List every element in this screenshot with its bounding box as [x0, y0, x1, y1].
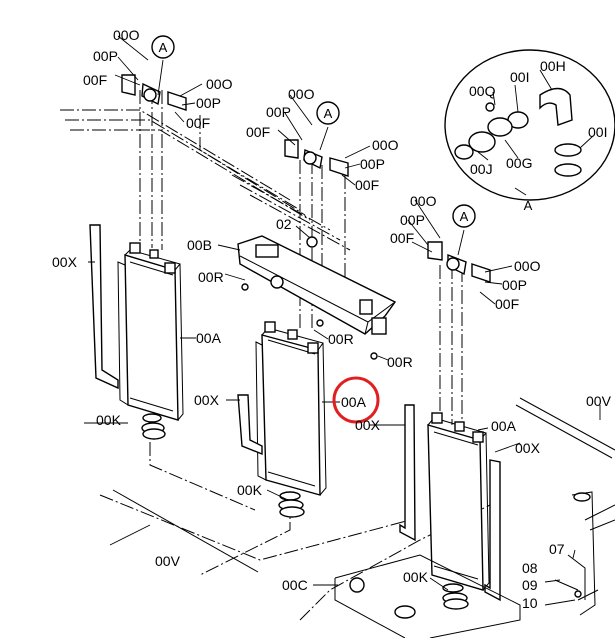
detail-label-00i: 00I: [510, 69, 529, 85]
label-00p: 00P: [502, 277, 527, 293]
callout-a-center: A: [324, 106, 333, 121]
label-00o: 00O: [206, 76, 233, 92]
label-08: 08: [522, 560, 538, 576]
label-00k: 00K: [237, 482, 263, 498]
label-00a: 00A: [196, 330, 222, 346]
label-00v: 00V: [155, 553, 181, 569]
detail-label-00g: 00G: [506, 155, 532, 171]
label-09: 09: [522, 577, 538, 593]
label-00o: 00O: [113, 27, 140, 43]
label-00c: 00C: [282, 577, 308, 593]
label-00r: 00R: [198, 269, 224, 285]
label-00p: 00P: [266, 104, 291, 120]
label-00v: 00V: [586, 393, 612, 409]
label-00a-highlighted: 00A: [341, 394, 367, 410]
label-00k: 00K: [96, 412, 122, 428]
part-labels: 00O 00P 00F 00O 00P 00F 00O 00P 00F 00O …: [52, 27, 612, 611]
label-00o: 00O: [372, 137, 399, 153]
label-00f: 00F: [186, 115, 210, 131]
label-00k: 00K: [403, 569, 429, 585]
label-00x: 00X: [515, 440, 541, 456]
label-00o: 00O: [288, 86, 315, 102]
label-00f: 00F: [246, 124, 270, 140]
label-00f: 00F: [83, 72, 107, 88]
label-00x: 00X: [355, 417, 381, 433]
label-00p: 00P: [196, 95, 221, 111]
highlight-circle: [332, 376, 380, 424]
base-frame: [112, 397, 615, 638]
label-00p: 00P: [400, 212, 425, 228]
label-00a: 00A: [491, 418, 517, 434]
label-00p: 00P: [93, 48, 118, 64]
label-00b: 00B: [187, 237, 212, 253]
label-00o: 00O: [514, 258, 541, 274]
label-02: 02: [276, 216, 292, 232]
callout-a-right: A: [460, 209, 469, 224]
label-00f: 00F: [390, 230, 414, 246]
detail-label-00i: 00I: [588, 124, 607, 140]
label-00x: 00X: [52, 254, 78, 270]
detail-label-00j: 00J: [470, 161, 493, 177]
callout-a-detail: A: [524, 198, 533, 213]
center-radiator-assembly: [237, 139, 349, 518]
detail-label-00h: 00H: [540, 58, 566, 74]
label-00r: 00R: [387, 354, 413, 370]
detail-a-inset: [444, 49, 615, 201]
label-00x: 00X: [194, 392, 220, 408]
upper-frame-bar: [237, 235, 397, 360]
label-00f: 00F: [355, 177, 379, 193]
leader-lines: [84, 35, 601, 606]
label-07: 07: [549, 541, 565, 557]
label-00o: 00O: [410, 193, 437, 209]
callout-a-left: A: [159, 40, 168, 55]
right-radiator-assembly: [399, 241, 501, 610]
label-10: 10: [522, 595, 538, 611]
detail-label-00q: 00Q: [469, 83, 496, 99]
label-00r: 00R: [328, 331, 354, 347]
label-00p: 00P: [360, 156, 385, 172]
label-00f: 00F: [495, 296, 519, 312]
left-radiator-assembly: [89, 74, 187, 440]
callout-circles: A A A A: [151, 35, 533, 228]
